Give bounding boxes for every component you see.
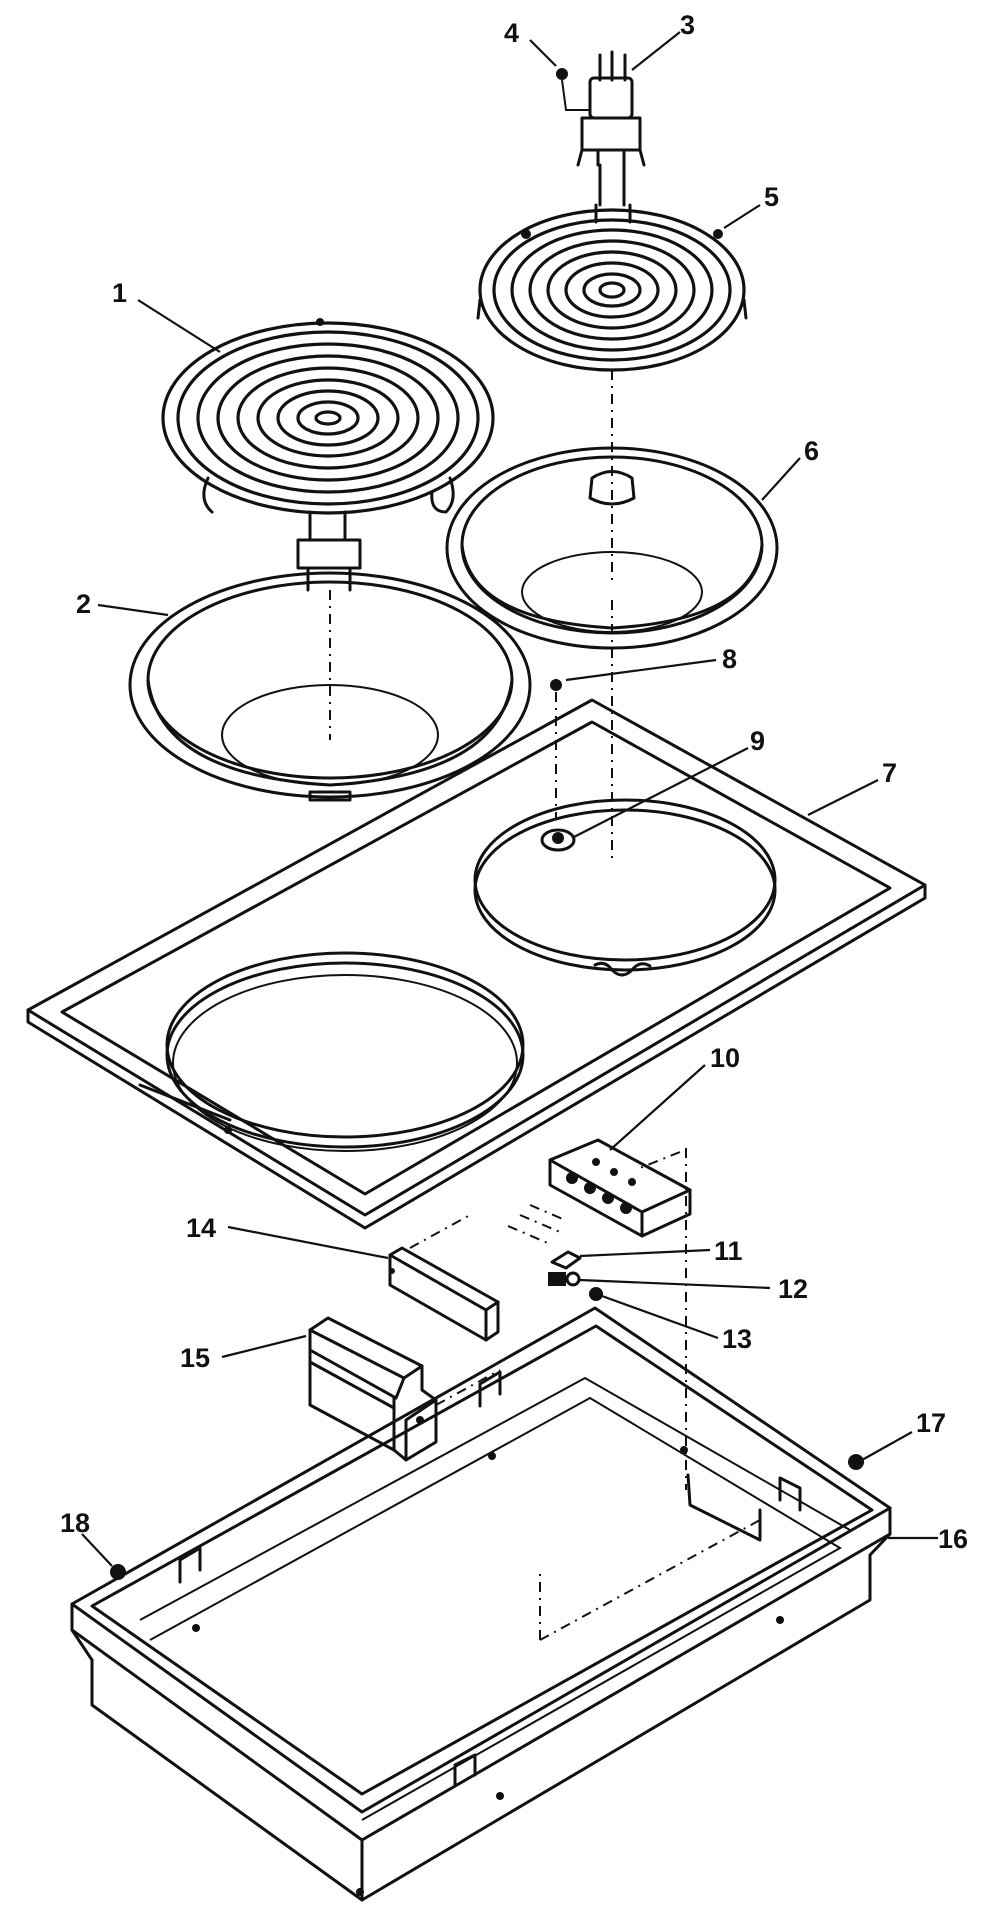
label-17: 17 [916,1408,946,1438]
large-surface-element-1 [161,318,495,740]
label-4: 4 [504,18,519,48]
label-10: 10 [710,1043,740,1073]
terminal-strip-10 [507,1138,692,1490]
label-16: 16 [938,1524,968,1554]
screw-17 [848,1454,864,1470]
nut-12 [548,1271,581,1287]
clip-9 [540,828,576,852]
label-12: 12 [778,1274,808,1304]
label-13: 13 [722,1324,752,1354]
large-drip-bowl-2 [128,571,532,802]
screw-18 [110,1564,126,1580]
label-7: 7 [882,758,897,788]
label-18: 18 [60,1508,90,1538]
callout-labels: 1 2 3 4 5 6 7 8 9 10 11 12 13 14 15 16 1… [60,10,968,1554]
label-6: 6 [804,436,819,466]
label-9: 9 [750,726,765,756]
terminal-block-3 [576,50,646,207]
screw-13 [589,1287,603,1301]
label-15: 15 [180,1343,210,1373]
small-surface-element-5 [476,203,748,580]
junction-box-15 [308,1316,501,1462]
cover-plate-14 [388,1214,500,1342]
label-3: 3 [680,10,695,40]
label-8: 8 [722,644,737,674]
label-11: 11 [714,1236,743,1266]
burner-box-16 [70,1306,892,1902]
label-14: 14 [186,1213,216,1243]
cooktop-top-7 [26,600,927,1230]
callout-leaders [81,31,938,1567]
screw-4 [556,68,590,111]
bracket-11 [550,1250,582,1270]
label-2: 2 [76,589,91,619]
label-1: 1 [112,278,127,308]
screw-8 [550,679,562,820]
label-5: 5 [764,182,779,212]
